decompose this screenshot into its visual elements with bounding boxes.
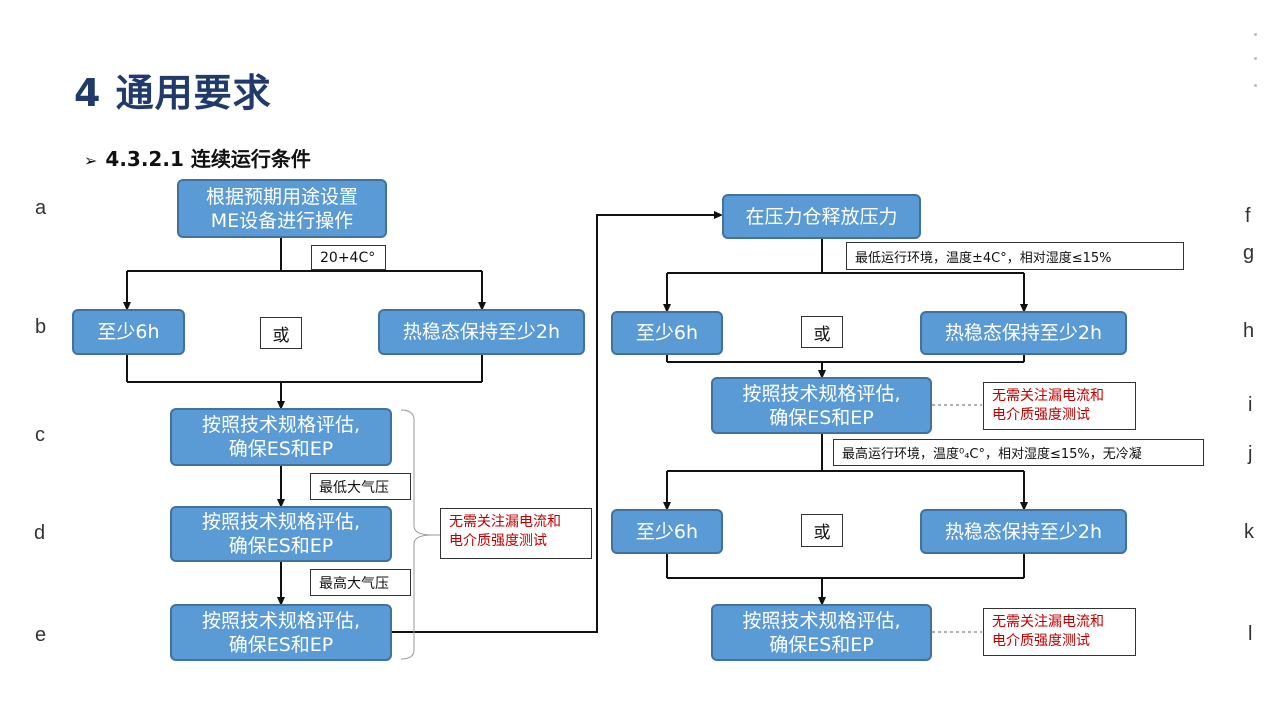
step-evaluate-i-box: 按照技术规格评估, 确保ES和EP	[711, 377, 932, 434]
step-thermal-right1-box: 热稳态保持至少2h	[920, 311, 1127, 355]
step-setup-box: 根据预期用途设置 ME设备进行操作	[177, 179, 387, 238]
step-thermal-right2-box: 热稳态保持至少2h	[920, 509, 1127, 554]
step-evaluate-d-box: 按照技术规格评估, 确保ES和EP	[170, 506, 392, 562]
step-evaluate-l-box: 按照技术规格评估, 确保ES和EP	[711, 604, 932, 661]
step-min6h-text: 至少6h	[97, 321, 160, 343]
letter-g: g	[1243, 242, 1255, 264]
letter-i: i	[1248, 394, 1253, 416]
or-label: 或	[260, 317, 302, 349]
min-pressure-label: 最低大气压	[310, 473, 411, 500]
step-setup-text: 根据预期用途设置 ME设备进行操作	[205, 185, 358, 232]
step-evaluate-d-text: 按照技术规格评估, 确保ES和EP	[201, 511, 361, 557]
left-note: 无需关注漏电流和 电介质强度测试	[440, 508, 592, 559]
temperature-label: 20+4C°	[311, 245, 386, 270]
env-min-label: 最低运行环境，温度±4C°，相对湿度≤15%	[846, 242, 1184, 270]
page-title: 4 通用要求	[74, 71, 272, 115]
step-release-box: 在压力仓释放压力	[722, 194, 921, 239]
decor-dot	[1254, 57, 1257, 60]
step-min6h-right1-text: 至少6h	[635, 322, 699, 344]
or-label-right1: 或	[801, 316, 843, 348]
letter-j: j	[1248, 443, 1253, 465]
step-evaluate-e-text: 按照技术规格评估, 确保ES和EP	[201, 609, 361, 656]
letter-h: h	[1243, 320, 1255, 342]
letter-d: d	[34, 522, 46, 544]
step-thermal-right2-text: 热稳态保持至少2h	[944, 520, 1103, 543]
letter-b: b	[35, 316, 47, 338]
step-evaluate-c-box: 按照技术规格评估, 确保ES和EP	[170, 408, 392, 466]
note-i: 无需关注漏电流和 电介质强度测试	[983, 382, 1136, 430]
letter-k: k	[1244, 521, 1254, 543]
env-max-label: 最高运行环境，温度⁰₄C°，相对湿度≤15%，无冷凝	[833, 439, 1204, 466]
step-min6h-box: 至少6h	[72, 309, 185, 355]
step-min6h-right2-box: 至少6h	[611, 509, 723, 554]
step-thermal-box: 热稳态保持至少2h	[378, 309, 585, 355]
step-thermal-text: 热稳态保持至少2h	[402, 321, 561, 343]
step-thermal-right1-text: 热稳态保持至少2h	[944, 322, 1103, 344]
step-evaluate-i-text: 按照技术规格评估, 确保ES和EP	[742, 382, 901, 429]
step-evaluate-c-text: 按照技术规格评估, 确保ES和EP	[201, 414, 361, 460]
decor-dot	[1254, 33, 1257, 36]
decor-dot	[1254, 84, 1257, 87]
letter-f: f	[1245, 205, 1251, 227]
step-release-text: 在压力仓释放压力	[745, 205, 898, 228]
section-heading-text: 4.3.2.1 连续运行条件	[105, 147, 311, 171]
step-evaluate-e-box: 按照技术规格评估, 确保ES和EP	[170, 604, 392, 661]
step-min6h-right1-box: 至少6h	[611, 311, 723, 355]
section-heading: ➢ 4.3.2.1 连续运行条件	[84, 143, 311, 172]
max-pressure-label: 最高大气压	[310, 569, 411, 596]
letter-e: e	[35, 624, 47, 646]
letter-c: c	[35, 424, 45, 446]
arrow-bullet-icon: ➢	[84, 151, 98, 170]
step-evaluate-l-text: 按照技术规格评估, 确保ES和EP	[742, 609, 901, 656]
letter-a: a	[35, 197, 47, 219]
step-min6h-right2-text: 至少6h	[635, 520, 699, 543]
letter-l: l	[1248, 623, 1253, 645]
or-label-right2: 或	[801, 514, 843, 547]
note-l: 无需关注漏电流和 电介质强度测试	[983, 608, 1136, 656]
